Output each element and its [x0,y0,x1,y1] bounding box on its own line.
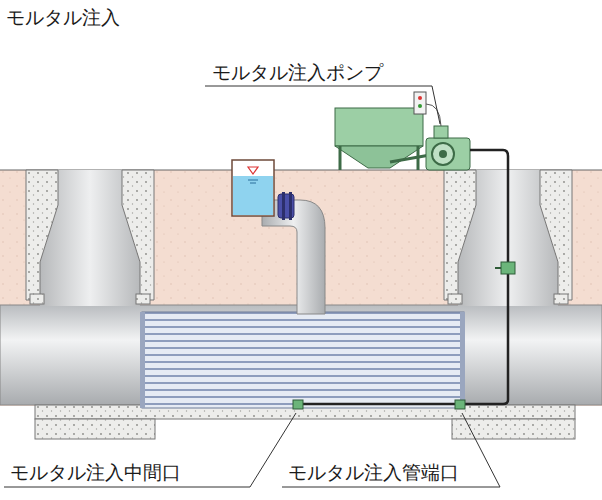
leader-line [4,413,296,487]
diagram-title: モルタル注入 [6,6,120,29]
part-label: モルタル注入ポンプ [210,61,385,84]
part-label: モルタル注入管端口 [286,461,461,484]
part-label: モルタル注入中間口 [8,461,183,484]
leader-line [205,86,440,124]
leader-line [282,413,500,487]
